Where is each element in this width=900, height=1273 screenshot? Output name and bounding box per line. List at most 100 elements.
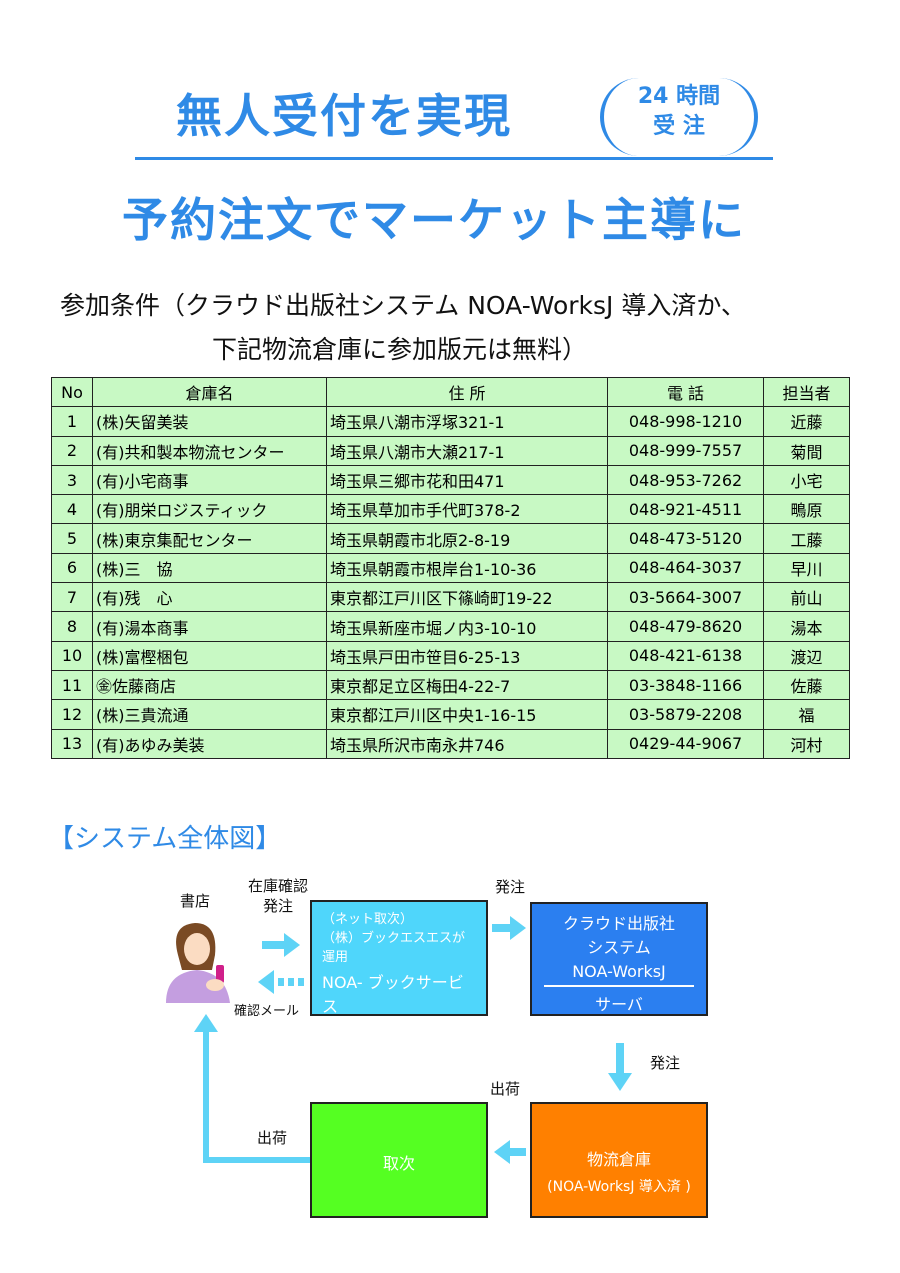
- row-no: 6: [51, 552, 93, 584]
- row-no: 12: [51, 699, 93, 730]
- ship-arrow-vertical: [203, 1030, 209, 1163]
- net-torij-server-box: （ネット取次） （株）ブックエスエスが運用 NOA- ブックサービス サーバ: [310, 900, 488, 1052]
- net-box-line1: （ネット取次）: [322, 912, 414, 927]
- row-phone: 048-421-6138: [607, 640, 764, 671]
- row-no: 11: [51, 669, 93, 701]
- row-person: 前山: [763, 582, 850, 613]
- row-address: 東京都江戸川区下篠崎町19-22: [326, 582, 608, 613]
- row-name: ㊎佐藤商店: [92, 669, 327, 701]
- row-name: (有)朋栄ロジスティック: [92, 494, 327, 525]
- order-label-2: 発注: [495, 878, 526, 896]
- row-name: (有)残 心: [92, 582, 327, 613]
- title-divider: [135, 157, 773, 160]
- row-phone: 048-479-8620: [607, 611, 764, 642]
- torij-box: 取次: [310, 1102, 488, 1218]
- conditions-line1: 参加条件（クラウド出版社システム NOA-WorksJ 導入済か、: [60, 291, 746, 320]
- hours-line2: 受 注: [653, 114, 705, 139]
- table-header-row: No 倉庫名 住 所 電 話 担当者: [51, 376, 850, 408]
- warehouse-box: 物流倉庫 (NOA-WorksJ 導入済 ): [530, 1102, 708, 1218]
- row-name: (有)小宅商事: [92, 464, 327, 496]
- mail-arrow-head: [258, 970, 274, 994]
- cloud-box-line4: サーバ: [595, 994, 643, 1014]
- row-phone: 03-3848-1166: [607, 669, 764, 701]
- row-address: 埼玉県戸田市笹目6-25-13: [326, 640, 608, 671]
- row-phone: 0429-44-9067: [607, 728, 764, 759]
- row-name: (株)矢留美装: [92, 406, 327, 437]
- mail-arrow-dot: [288, 978, 294, 986]
- warehouse-arrow-shaft: [616, 1043, 624, 1073]
- stock-check-label: 在庫確認: [248, 877, 309, 895]
- bookstore-person-icon: [166, 923, 230, 1003]
- row-no: 5: [51, 523, 93, 554]
- row-person: 湯本: [763, 611, 850, 642]
- row-person: 小宅: [763, 464, 850, 496]
- row-name: (株)富樫梱包: [92, 640, 327, 671]
- ship-label-2: 出荷: [257, 1129, 288, 1147]
- cloud-box-line1: クラウド出版社: [562, 914, 675, 933]
- row-no: 10: [51, 640, 93, 671]
- row-no: 1: [51, 406, 93, 437]
- row-address: 埼玉県朝霞市北原2-8-19: [326, 523, 608, 554]
- conditions-line2: 下記物流倉庫に参加版元は無料）: [212, 335, 588, 364]
- order-label-3: 発注: [650, 1054, 681, 1072]
- row-person: 近藤: [763, 406, 850, 437]
- cloud-box-line3: NOA-WorksJ: [572, 962, 666, 981]
- col-person: 担当者: [763, 376, 850, 408]
- row-phone: 048-464-3037: [607, 552, 764, 584]
- row-phone: 03-5664-3007: [607, 582, 764, 613]
- row-phone: 048-999-7557: [607, 435, 764, 466]
- warehouse-table: No 倉庫名 住 所 電 話 担当者 1(株)矢留美装埼玉県八潮市浮塚321-1…: [51, 376, 850, 759]
- row-phone: 048-998-1210: [607, 406, 764, 437]
- order-arrow-shaft: [262, 941, 284, 949]
- mail-arrow-dot: [278, 978, 284, 986]
- title-sub: 予約注文でマーケット主導に: [122, 193, 746, 247]
- row-phone: 048-473-5120: [607, 523, 764, 554]
- bookstore-label: 書店: [180, 892, 211, 910]
- row-name: (株)東京集配センター: [92, 523, 327, 554]
- row-address: 埼玉県新座市堀ノ内3-10-10: [326, 611, 608, 642]
- order-label: 発注: [263, 897, 294, 915]
- row-address: 埼玉県三郷市花和田471: [326, 464, 608, 496]
- row-no: 7: [51, 582, 93, 613]
- row-address: 東京都足立区梅田4-22-7: [326, 669, 608, 701]
- col-no: No: [51, 376, 93, 408]
- torij-box-label: 取次: [382, 1154, 415, 1173]
- row-address: 埼玉県所沢市南永井746: [326, 728, 608, 759]
- section-title: 【システム全体図】: [48, 824, 282, 854]
- row-name: (有)共和製本物流センター: [92, 435, 327, 466]
- cloud-box-line2: システム: [587, 938, 651, 957]
- row-address: 東京都江戸川区中央1-16-15: [326, 699, 608, 730]
- ship-label-1: 出荷: [490, 1080, 521, 1098]
- row-address: 埼玉県八潮市大瀬217-1: [326, 435, 608, 466]
- row-address: 埼玉県朝霞市根岸台1-10-36: [326, 552, 608, 584]
- row-name: (株)三貴流通: [92, 699, 327, 730]
- col-phone: 電 話: [607, 376, 764, 408]
- row-person: 佐藤: [763, 669, 850, 701]
- row-no: 13: [51, 728, 93, 759]
- warehouse-box-line2: (NOA-WorksJ 導入済 ): [547, 1179, 691, 1195]
- warehouse-box-line1: 物流倉庫: [586, 1150, 651, 1169]
- row-name: (株)三 協: [92, 552, 327, 584]
- torij-arrow-head: [494, 1140, 510, 1164]
- row-address: 埼玉県草加市手代町378-2: [326, 494, 608, 525]
- row-person: 鴫原: [763, 494, 850, 525]
- title-main: 無人受付を実現: [176, 89, 512, 143]
- hours-line1: 24 時間: [637, 84, 721, 109]
- row-address: 埼玉県八潮市浮塚321-1: [326, 406, 608, 437]
- row-name: (有)湯本商事: [92, 611, 327, 642]
- net-box-line3: NOA- ブックサービス: [322, 973, 464, 1016]
- net-box-divider: [322, 1022, 476, 1024]
- cloud-server-box: クラウド出版社 システム NOA-WorksJ サーバ: [530, 902, 708, 1016]
- row-person: 菊間: [763, 435, 850, 466]
- row-no: 8: [51, 611, 93, 642]
- col-address: 住 所: [326, 376, 608, 408]
- row-phone: 048-921-4511: [607, 494, 764, 525]
